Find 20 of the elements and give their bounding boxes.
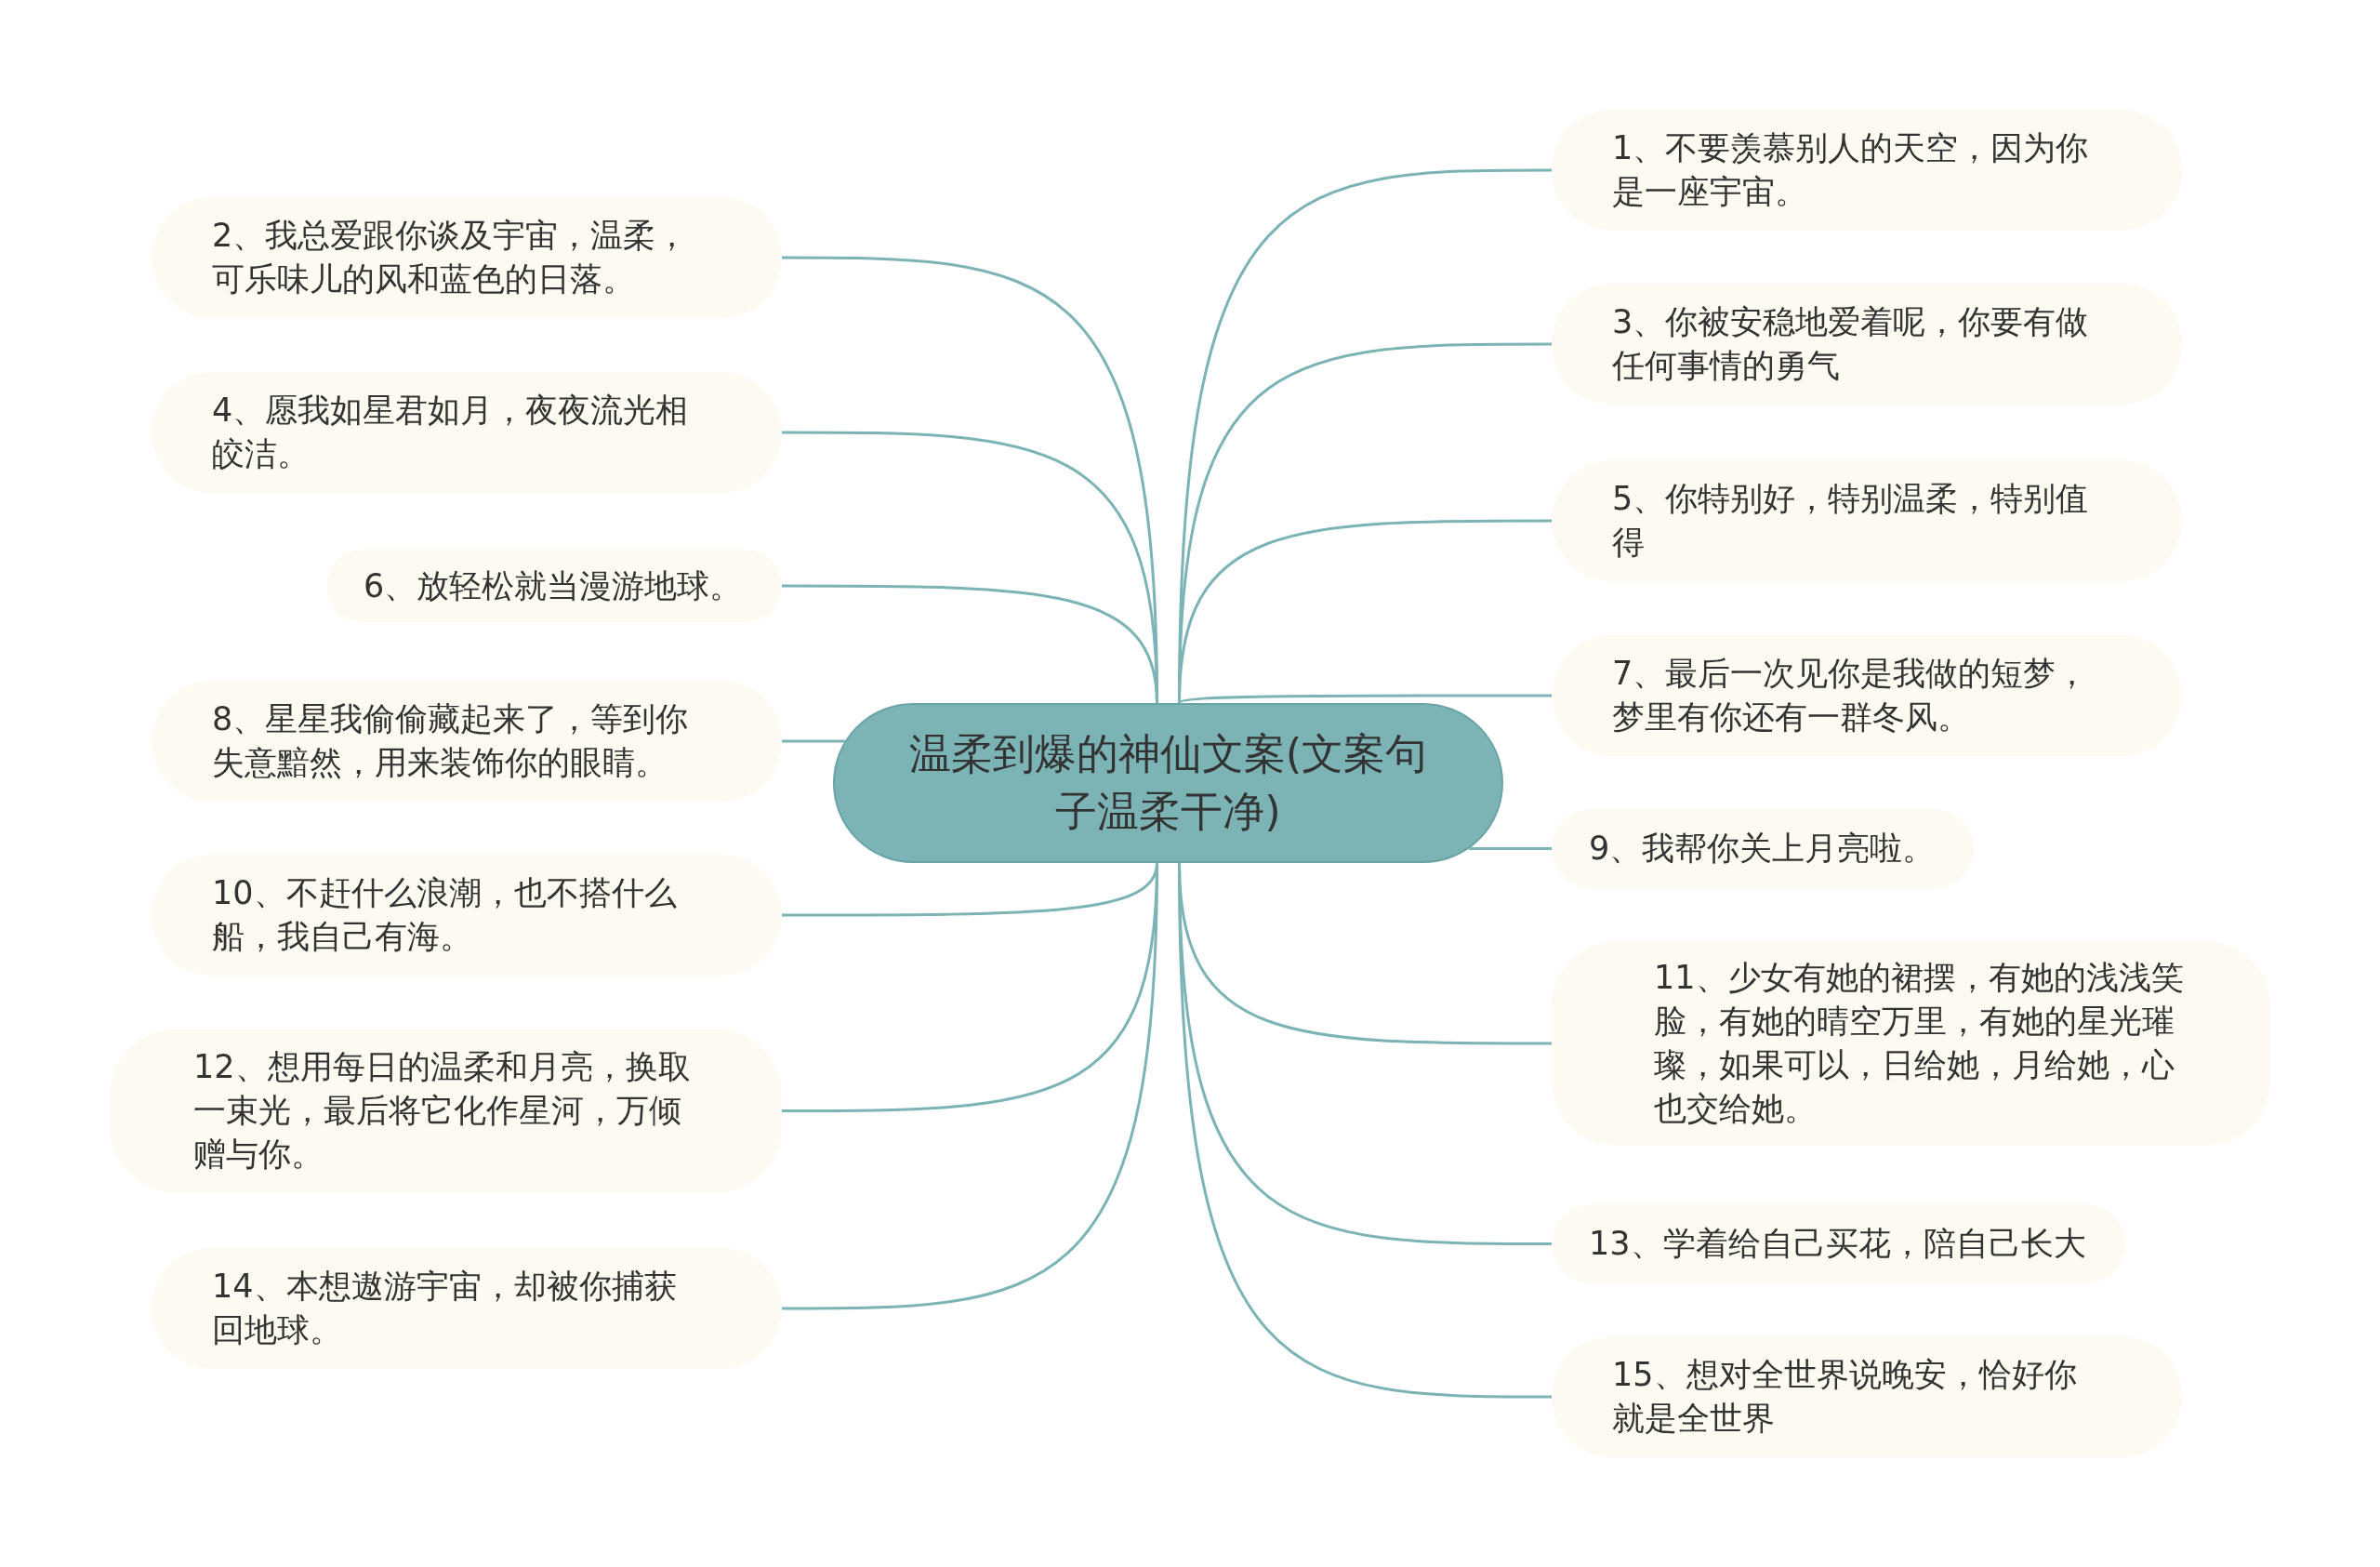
central-topic: 温柔到爆的神仙文案(文案句子温柔干净) — [833, 703, 1503, 863]
topic-box: 9、我帮你关上月亮啦。 — [1552, 809, 1974, 888]
topic-box: 5、你特别好，特别温柔，特别值得 — [1552, 460, 2182, 581]
topic-box: 10、不赶什么浪潮，也不搭什么船，我自己有海。 — [152, 855, 782, 976]
topic-box: 6、放轻松就当漫游地球。 — [326, 550, 782, 622]
topic-box: 1、不要羡慕别人的天空，因为你是一座宇宙。 — [1552, 110, 2182, 231]
topic-box: 15、想对全世界说晚安，恰好你就是全世界 — [1552, 1336, 2182, 1457]
topic-box: 4、愿我如星君如月，夜夜流光相皎洁。 — [152, 372, 782, 493]
connector-line — [1178, 694, 1552, 705]
connector-line — [782, 584, 1158, 704]
connector-line — [782, 739, 845, 743]
topic-box: 3、你被安稳地爱着呢，你要有做任何事情的勇气 — [1552, 284, 2182, 405]
connector-line — [1469, 847, 1552, 850]
topic-box: 7、最后一次见你是我做的短梦，梦里有你还有一群冬风。 — [1552, 635, 2182, 756]
topic-box: 12、想用每日的温柔和月亮，换取一束光，最后将它化作星河，万倾赠与你。 — [110, 1029, 782, 1192]
topic-box: 14、本想遨游宇宙，却被你捕获回地球。 — [152, 1248, 782, 1369]
topic-box: 13、学着给自己买花，陪自己长大 — [1552, 1204, 2125, 1283]
topic-box: 8、星星我偷偷藏起来了，等到你失意黯然，用来装饰你的眼睛。 — [152, 681, 782, 802]
topic-box: 2、我总爱跟你谈及宇宙，温柔，可乐味儿的风和蓝色的日落。 — [152, 197, 782, 318]
topic-box: 11、少女有她的裙摆，有她的浅浅笑脸，有她的晴空万里，有她的星光璀璨，如果可以，日给她，月给她，心也交给她。 — [1552, 941, 2270, 1146]
